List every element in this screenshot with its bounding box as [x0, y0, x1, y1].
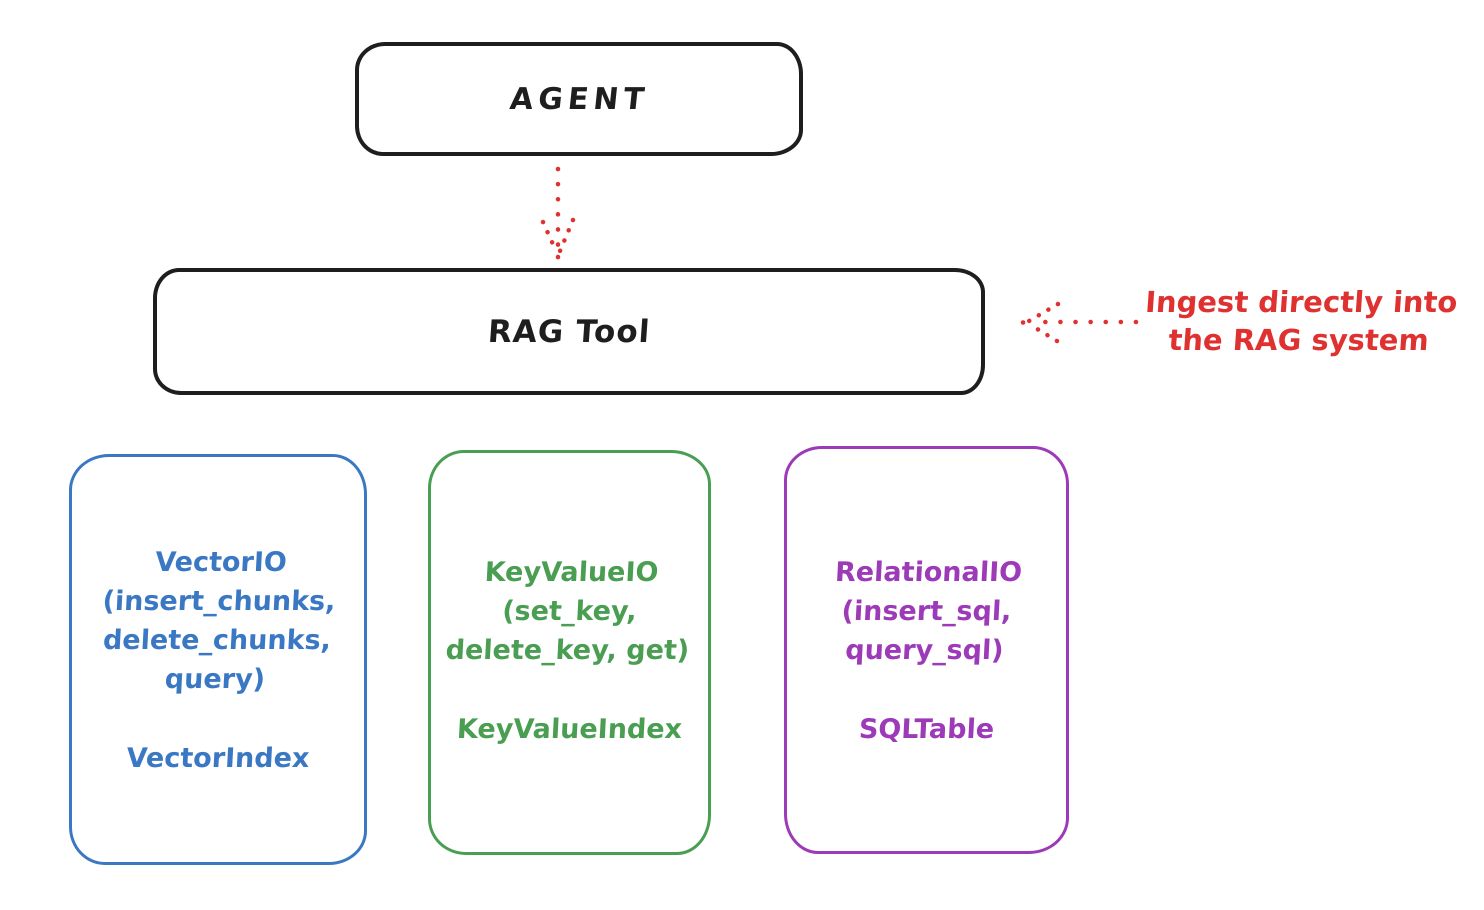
vector-io-signature: VectorIO (insert_chunks, delete_chunks, … — [68, 543, 368, 699]
backend-line: delete_key, get) — [444, 635, 691, 666]
backend-line: query) — [164, 664, 266, 695]
agent-to-rag-tool-arrow — [540, 166, 576, 260]
vector-io-box: VectorIO (insert_chunks, delete_chunks, … — [69, 454, 367, 865]
backend-line: query_sql) — [844, 635, 1005, 666]
sql-table-label: SQLTable — [858, 714, 995, 745]
ingest-annotation: Ingest directly into the RAG system — [1127, 283, 1472, 359]
annotation-to-rag-tool-arrow — [1020, 301, 1139, 344]
vector-index-label: VectorIndex — [125, 743, 311, 774]
annotation-line-1: Ingest directly into — [1144, 285, 1459, 319]
rag-tool-label: RAG Tool — [486, 313, 652, 350]
relational-io-box: RelationalIO (insert_sql, query_sql) SQL… — [784, 446, 1069, 854]
backend-line: RelationalIO — [834, 557, 1023, 588]
relational-io-signature: RelationalIO (insert_sql, query_sql) — [784, 553, 1069, 670]
keyvalue-index-label: KeyValueIndex — [456, 714, 683, 745]
rag-tool-node: RAG Tool — [153, 268, 985, 395]
keyvalue-io-box: KeyValueIO (set_key, delete_key, get) Ke… — [428, 450, 711, 855]
backend-line: (insert_sql, — [840, 596, 1013, 627]
keyvalue-io-signature: KeyValueIO (set_key, delete_key, get) — [428, 553, 711, 670]
backend-line: delete_chunks, — [102, 625, 332, 656]
backend-line: (set_key, — [501, 596, 638, 627]
agent-label: AGENT — [507, 81, 651, 117]
backend-line: VectorIO — [154, 547, 288, 578]
backend-line: (insert_chunks, — [101, 586, 337, 617]
backend-line: KeyValueIO — [483, 557, 660, 588]
agent-node: AGENT — [355, 42, 803, 156]
annotation-line-2: the RAG system — [1167, 323, 1430, 357]
